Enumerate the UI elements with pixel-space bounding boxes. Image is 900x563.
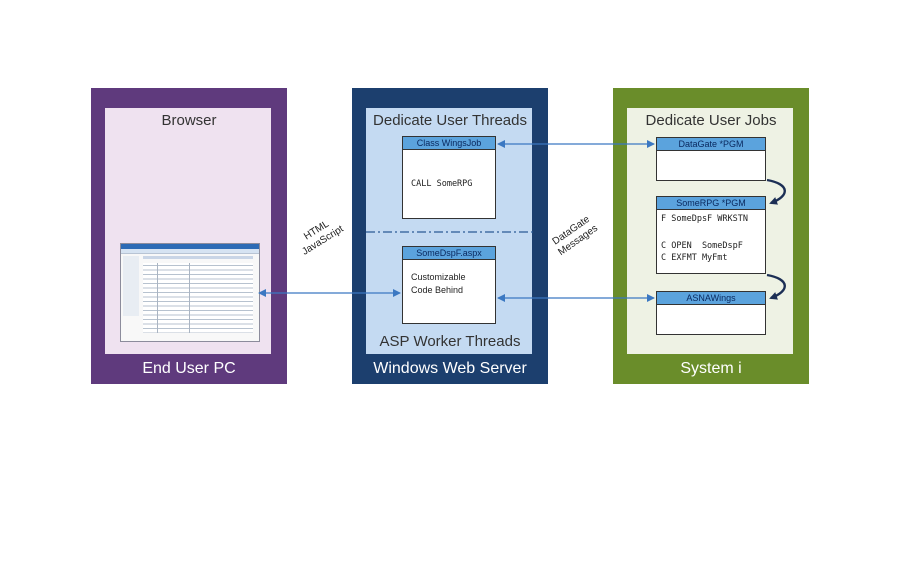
somerpg-pgm-header: SomeRPG *PGM — [657, 197, 765, 210]
asnawings-header: ASNAWings — [657, 292, 765, 305]
browser-title: Browser — [161, 112, 217, 129]
rpg-code-line-4: C EXFMT MyFmt — [661, 253, 728, 263]
system-i-panel: Dedicate User Jobs System i DataGate *PG… — [613, 88, 809, 384]
dedicate-user-jobs-title: Dedicate User Jobs — [645, 112, 777, 129]
system-i-label: System i — [680, 360, 742, 377]
end-user-pc-label: End User PC — [142, 360, 236, 377]
asp-worker-threads-label: ASP Worker Threads — [379, 333, 521, 350]
code-behind-text: Code Behind — [411, 285, 464, 295]
somerpg-to-asnawings-arrow — [766, 273, 786, 300]
class-wingsjob-box: Class WingsJob CALL SomeRPG — [402, 136, 496, 219]
class-wingsjob-header: Class WingsJob — [403, 137, 495, 150]
datagate-pgm-box: DataGate *PGM — [656, 137, 766, 181]
browser-screenshot-thumbnail — [120, 243, 260, 342]
somedspf-aspx-box: SomeDspF.aspx Customizable Code Behind — [402, 246, 496, 324]
windows-web-server-panel: Dedicate User Threads ASP Worker Threads… — [352, 88, 548, 384]
rpg-code-line-3: C OPEN SomeDspF — [661, 241, 743, 251]
datagate-pgm-header: DataGate *PGM — [657, 138, 765, 151]
windows-web-server-label: Windows Web Server — [373, 360, 527, 377]
somerpg-pgm-box: SomeRPG *PGM F SomeDpsF WRKSTN C OPEN So… — [656, 196, 766, 274]
customizable-text: Customizable — [411, 272, 466, 282]
somedspf-aspx-header: SomeDspF.aspx — [403, 247, 495, 260]
datagate-to-somerpg-arrow — [766, 178, 786, 205]
rpg-code-line-1: F SomeDpsF WRKSTN — [661, 214, 748, 224]
call-somerpg-text: CALL SomeRPG — [411, 179, 473, 189]
end-user-pc-panel: Browser End User PC — [91, 88, 287, 384]
dedicate-user-threads-title: Dedicate User Threads — [373, 112, 527, 129]
asnawings-box: ASNAWings — [656, 291, 766, 335]
